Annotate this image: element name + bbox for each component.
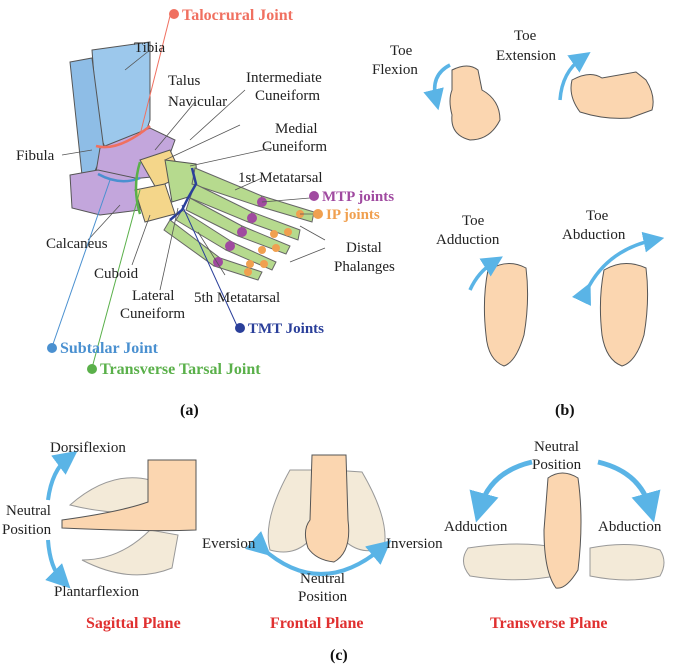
frontal-plane-title: Frontal Plane bbox=[270, 615, 363, 632]
frontal-foot bbox=[305, 455, 348, 562]
cuboid-label: Cuboid bbox=[94, 266, 139, 282]
intermediate-label-2: Cuneiform bbox=[255, 88, 320, 104]
calcaneus-label: Calcaneus bbox=[46, 236, 108, 252]
toe-adduction-foot bbox=[484, 263, 527, 366]
dorsiflexion-label: Dorsiflexion bbox=[50, 440, 126, 456]
abduction-label: Abduction bbox=[598, 519, 662, 535]
sagittal-neutral-label-2: Position bbox=[2, 522, 52, 538]
toe-adduction-label-1: Toe bbox=[462, 213, 485, 229]
toe-flexion-label-2: Flexion bbox=[372, 62, 418, 78]
inversion-label: Inversion bbox=[386, 536, 443, 552]
toe-flexion-label-1: Toe bbox=[390, 43, 413, 59]
toe-abduction-label-2: Abduction bbox=[562, 227, 626, 243]
toe-abduction-foot bbox=[600, 263, 647, 366]
sagittal-plane-title: Sagittal Plane bbox=[86, 615, 181, 632]
eversion-label: Eversion bbox=[202, 536, 256, 552]
transverse-arrow-right bbox=[598, 462, 650, 508]
transverse-neutral-label-1: Neutral bbox=[534, 439, 579, 455]
transverse-arrow-left bbox=[480, 462, 532, 508]
sagittal-foot-ghost-down bbox=[82, 530, 178, 575]
distal-label-1: Distal bbox=[346, 240, 382, 256]
fifth-metatarsal-label: 5th Metatarsal bbox=[194, 290, 280, 306]
caption-b: (b) bbox=[555, 402, 575, 419]
ip-label: IP joints bbox=[326, 207, 380, 223]
caption-c: (c) bbox=[330, 647, 348, 664]
mtp-dot bbox=[309, 191, 319, 201]
toe-extension-label-1: Toe bbox=[514, 28, 537, 44]
toe-extension-label-2: Extension bbox=[496, 48, 556, 64]
panel-b: Toe Flexion Toe Extension Toe Adduction … bbox=[372, 28, 654, 419]
sagittal-neutral-label-1: Neutral bbox=[6, 503, 51, 519]
medial-label-1: Medial bbox=[275, 121, 318, 137]
panel-a: Talocrural Joint Tibia Intermediate Cune… bbox=[16, 7, 395, 419]
toe-flexion-arrow bbox=[435, 65, 450, 100]
caption-a: (a) bbox=[180, 402, 199, 419]
transverse-foot-center bbox=[544, 473, 581, 588]
talocrural-dot bbox=[169, 9, 179, 19]
adduction-label: Adduction bbox=[444, 519, 508, 535]
transverse-plane-title: Transverse Plane bbox=[490, 615, 607, 632]
toe-extension-foot bbox=[571, 72, 653, 118]
lateral-label-1: Lateral bbox=[132, 288, 174, 304]
panel-c: Dorsiflexion Neutral Position Plantarfle… bbox=[2, 439, 664, 664]
tibia-label: Tibia bbox=[134, 40, 165, 56]
fibula-label: Fibula bbox=[16, 148, 55, 164]
transverse-dot bbox=[87, 364, 97, 374]
cuboid-bone bbox=[135, 184, 175, 222]
tmt-label: TMT Joints bbox=[248, 321, 324, 337]
sagittal-arrow-up bbox=[48, 458, 68, 500]
lateral-label-2: Cuneiform bbox=[120, 306, 185, 322]
subtalar-label: Subtalar Joint bbox=[60, 340, 159, 357]
first-metatarsal-label: 1st Metatarsal bbox=[238, 170, 323, 186]
transverse-foot-right bbox=[590, 544, 664, 580]
ip-dot bbox=[313, 209, 323, 219]
distal-label-2: Phalanges bbox=[334, 259, 395, 275]
sagittal-arrow-down bbox=[48, 540, 62, 580]
medial-label-2: Cuneiform bbox=[262, 139, 327, 155]
navicular-label: Navicular bbox=[168, 94, 227, 110]
toe-adduction-label-2: Adduction bbox=[436, 232, 500, 248]
transverse-label: Transverse Tarsal Joint bbox=[100, 361, 261, 378]
toe-flexion-foot bbox=[450, 66, 500, 140]
intermediate-label-1: Intermediate bbox=[246, 70, 322, 86]
plantarflexion-label: Plantarflexion bbox=[54, 584, 139, 600]
frontal-neutral-label-2: Position bbox=[298, 589, 348, 605]
talocrural-label: Talocrural Joint bbox=[182, 7, 294, 24]
toe-abduction-label-1: Toe bbox=[586, 208, 609, 224]
transverse-neutral-label-2: Position bbox=[532, 457, 582, 473]
subtalar-dot bbox=[47, 343, 57, 353]
mtp-label: MTP joints bbox=[322, 189, 394, 205]
talus-label: Talus bbox=[168, 73, 200, 89]
frontal-neutral-label-1: Neutral bbox=[300, 571, 345, 587]
tmt-dot bbox=[235, 323, 245, 333]
